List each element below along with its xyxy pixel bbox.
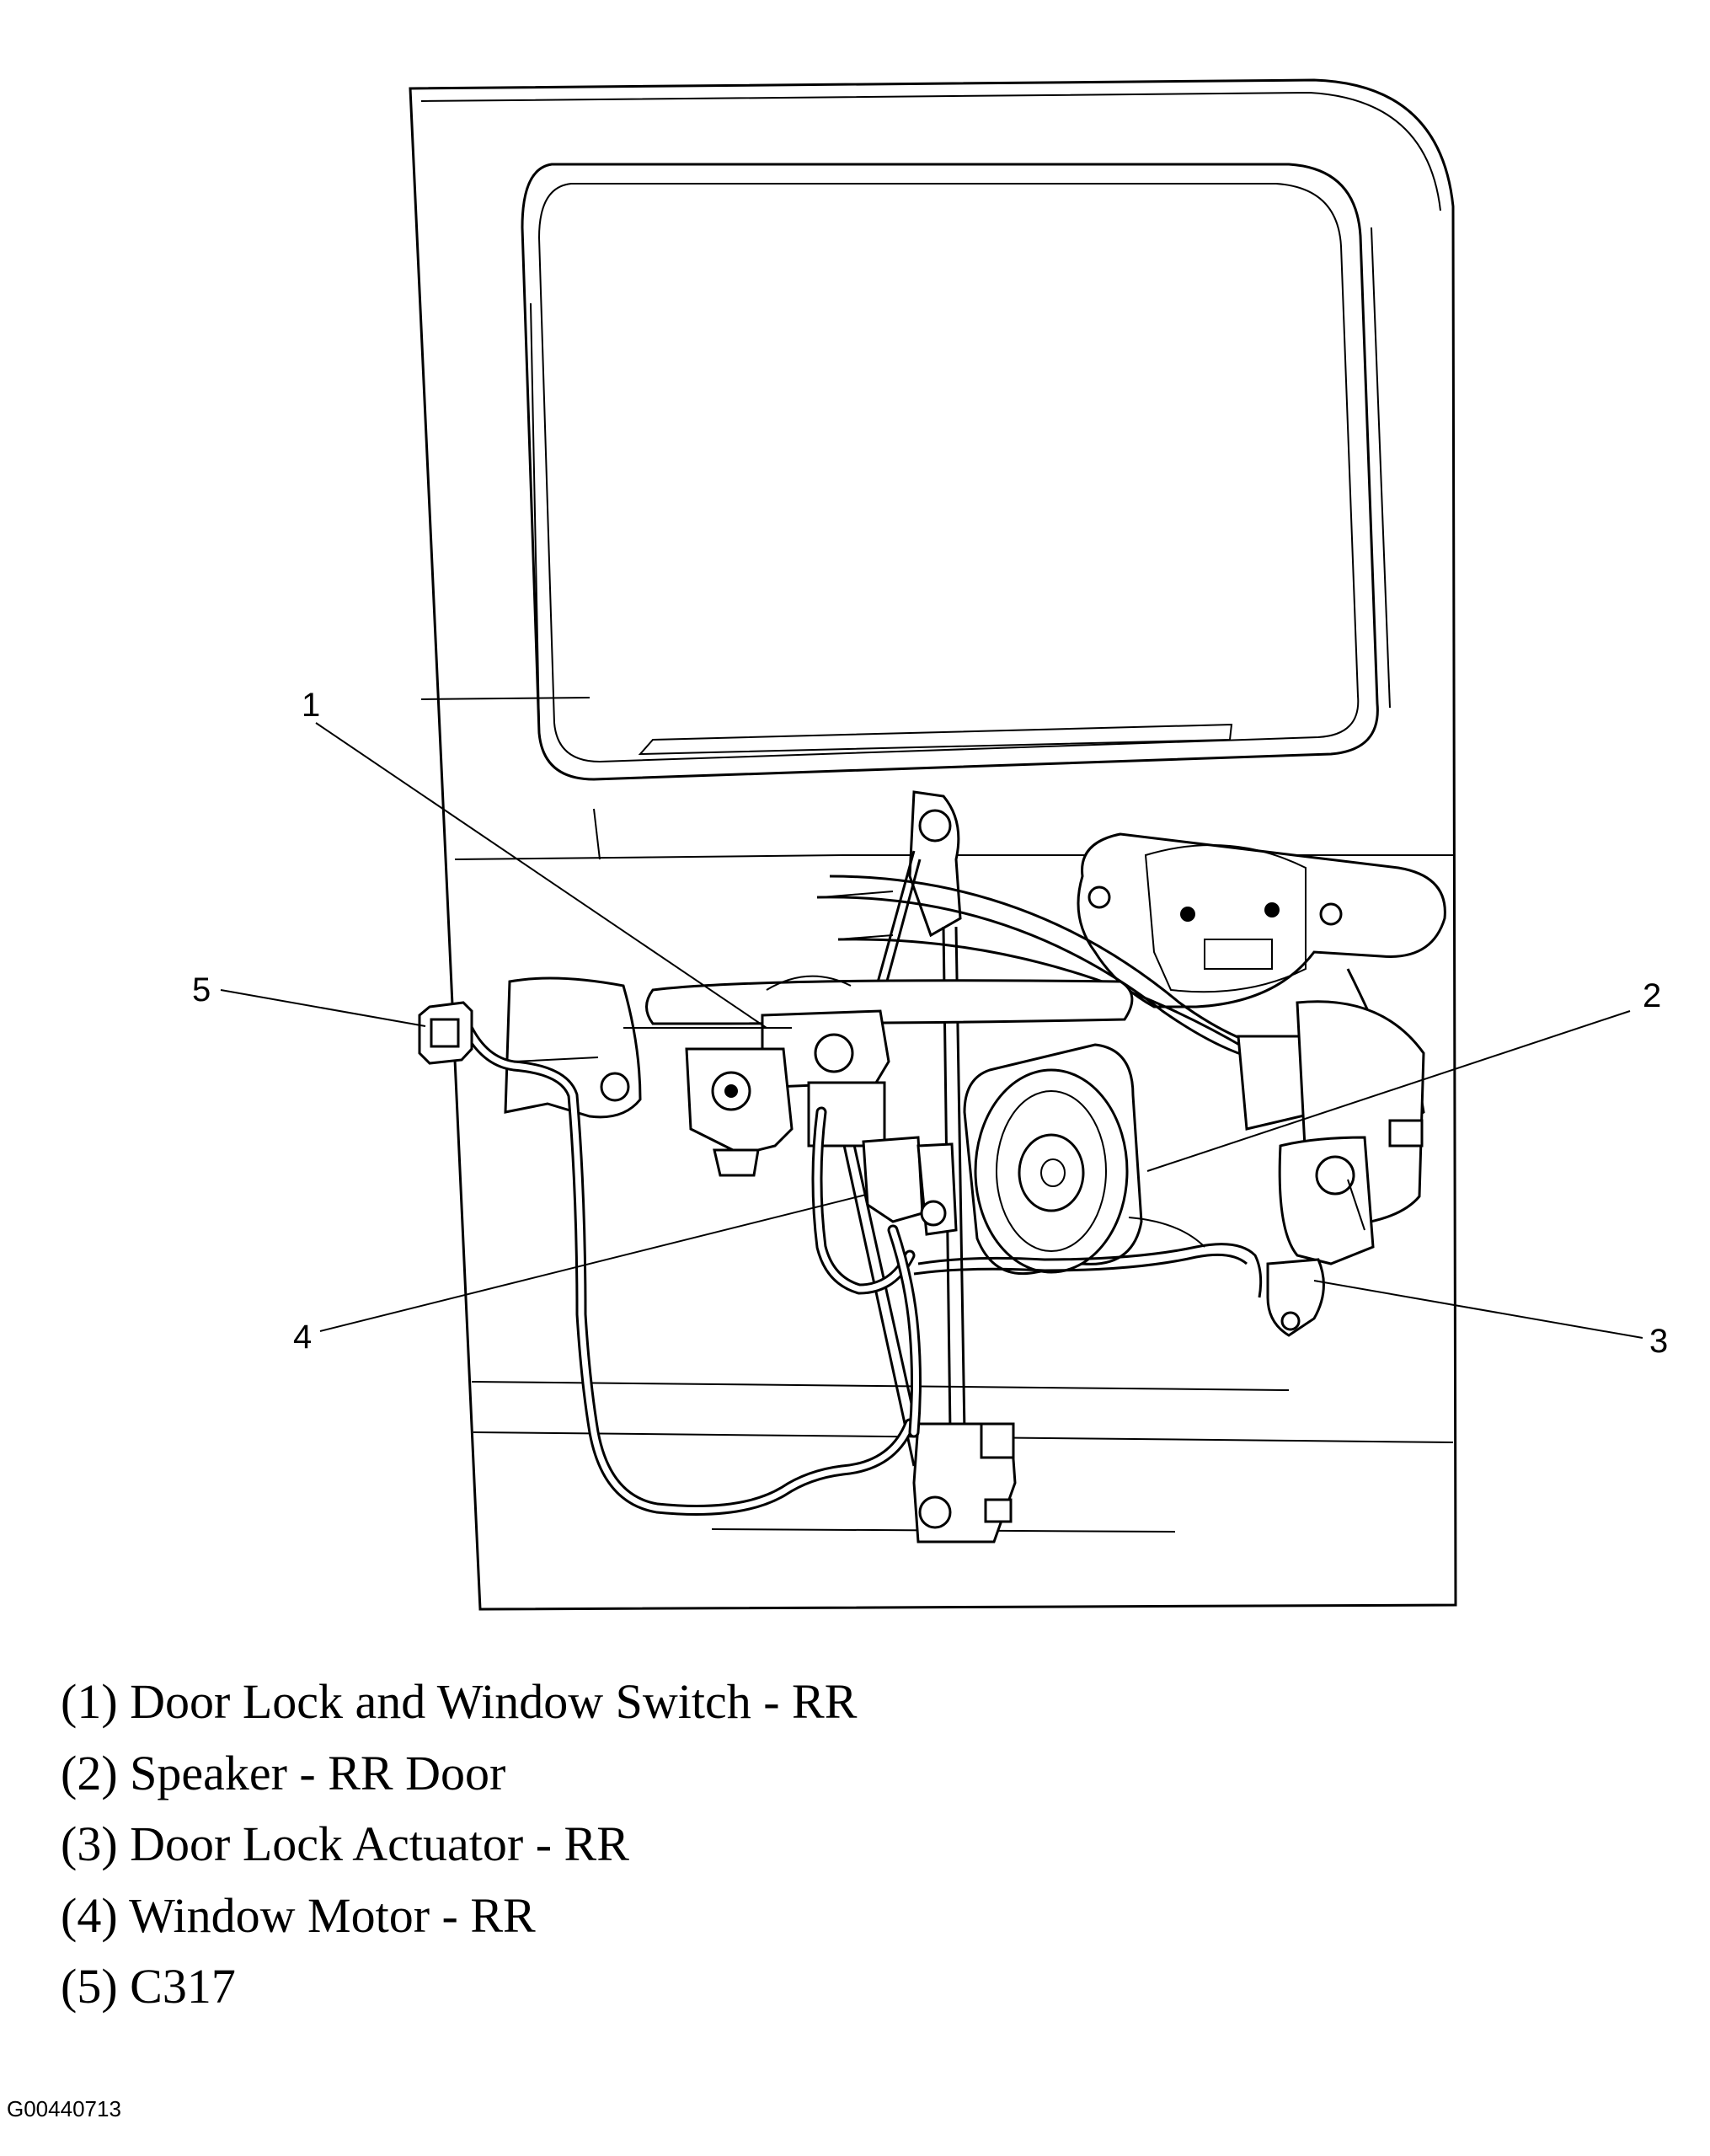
callout-5: 5 <box>192 971 211 1008</box>
callout-2: 2 <box>1643 977 1661 1014</box>
window-opening <box>521 163 1391 781</box>
legend-item-2: (2) Speaker - RR Door <box>61 1745 506 1800</box>
legend-item-1: (1) Door Lock and Window Switch - RR <box>61 1674 858 1729</box>
door-panel <box>409 78 1457 1611</box>
wiring-harness <box>462 1022 1263 1516</box>
callout-3: 3 <box>1649 1323 1668 1360</box>
figure-id: G00440713 <box>7 2096 121 2121</box>
legend-item-4: (4) Window Motor - RR <box>61 1887 536 1943</box>
callouts: 1 2 3 4 5 <box>192 687 1668 1360</box>
window-regulator <box>841 790 1017 1543</box>
leader-lines <box>220 722 1643 1339</box>
callout-4: 4 <box>293 1319 312 1356</box>
legend-item-5: (5) C317 <box>61 1959 236 2014</box>
legend-item-3: (3) Door Lock Actuator - RR <box>61 1816 629 1871</box>
legend: (1) Door Lock and Window Switch - RR (2)… <box>61 1666 857 2023</box>
connector-c317 <box>418 1001 473 1065</box>
door-diagram: 1 2 3 4 5 <box>192 78 1668 1611</box>
door-lock-actuator <box>1237 1000 1425 1337</box>
left-bracket <box>504 976 794 1177</box>
speaker <box>963 1043 1143 1276</box>
callout-1: 1 <box>302 687 320 724</box>
window-switch-bar <box>645 975 1134 1148</box>
window-motor <box>862 1136 958 1236</box>
door-handle <box>1077 832 1446 1008</box>
